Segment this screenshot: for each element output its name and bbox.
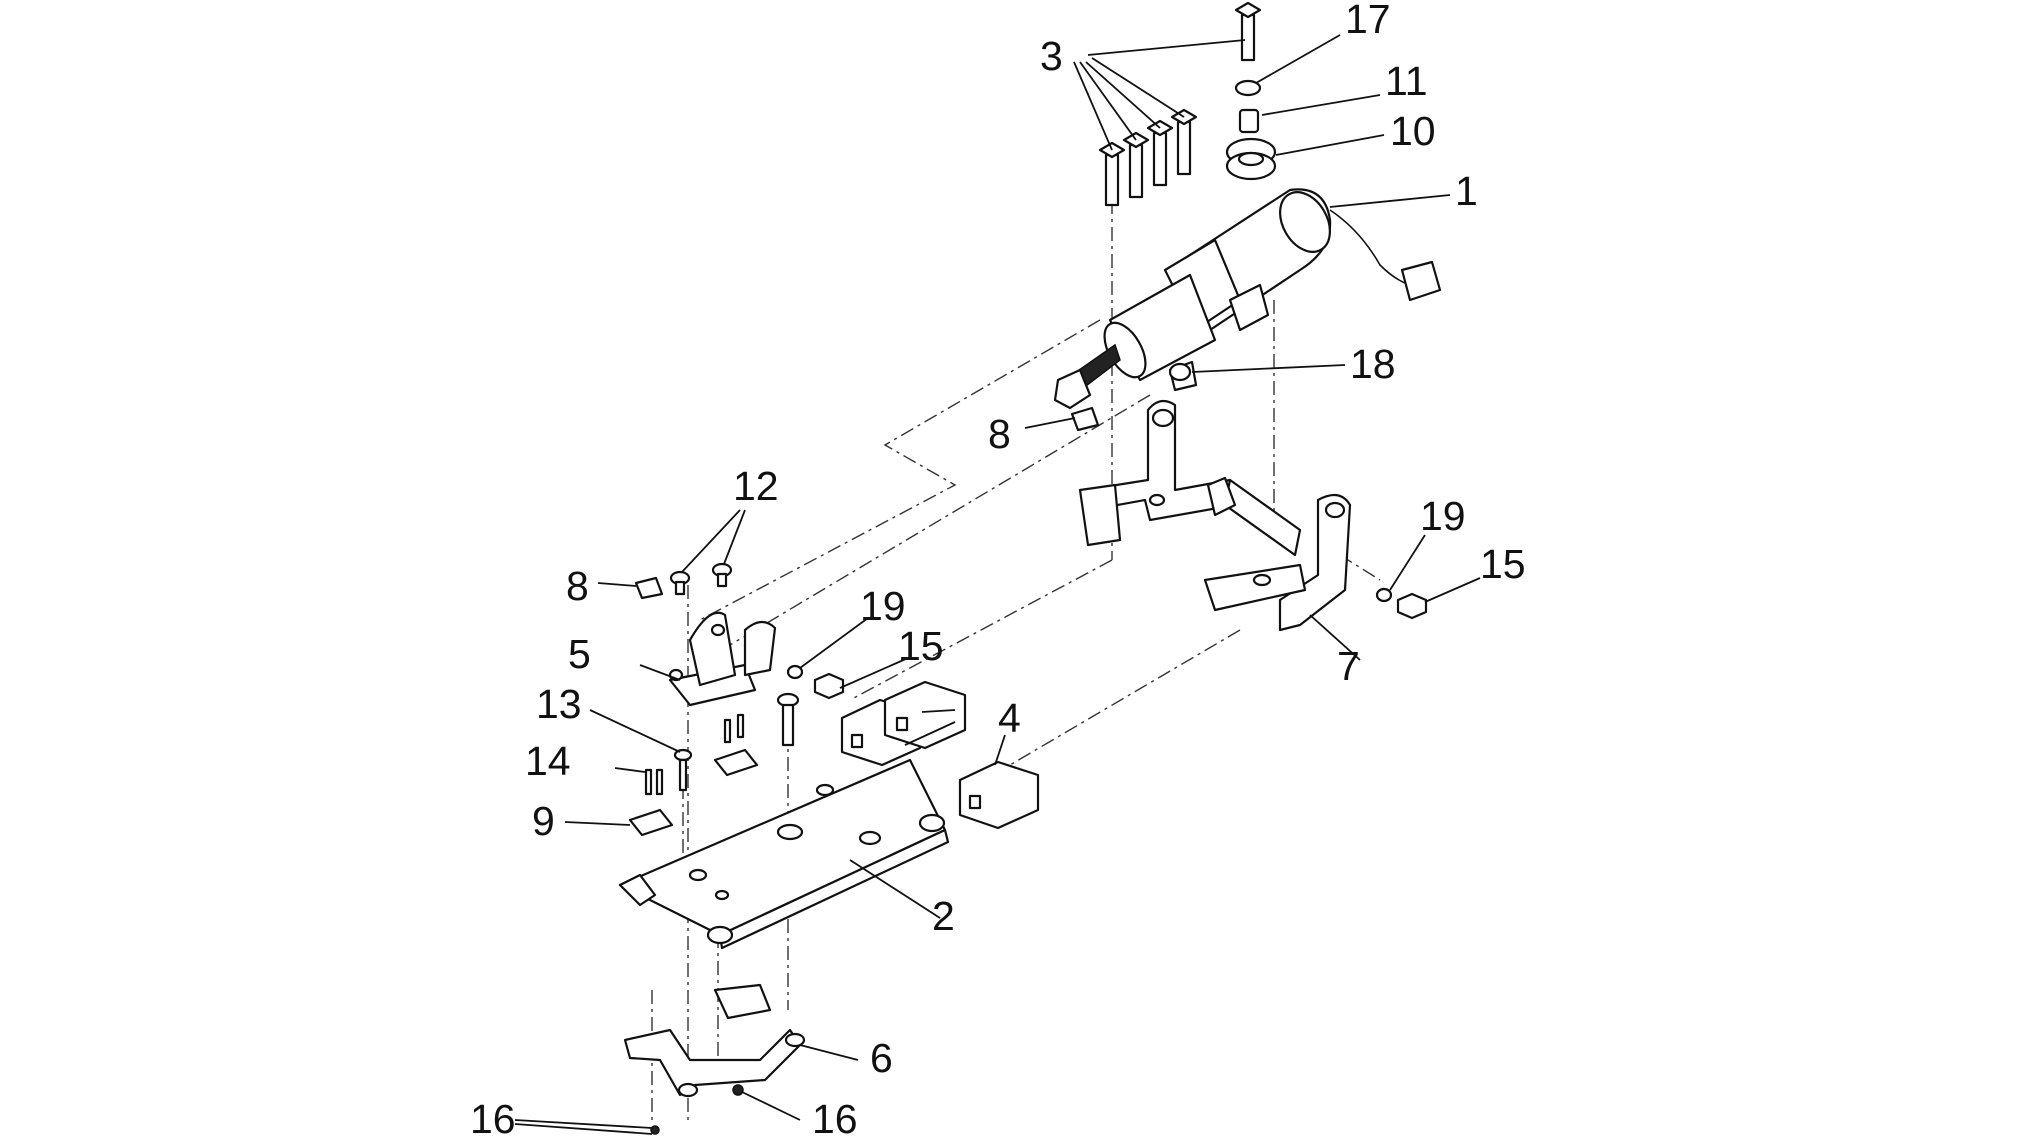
lower-bracket-part (668, 611, 777, 707)
callout-18: 18 (1350, 341, 1396, 387)
hinge-bracket-7-part (1203, 493, 1352, 632)
callout-4: 4 (998, 695, 1021, 741)
callout-15-middle: 15 (898, 623, 944, 669)
callout-10: 10 (1390, 108, 1436, 154)
callout-19-middle: 19 (860, 583, 906, 629)
pin-lower-part (634, 576, 664, 600)
motor-actuator-part (1053, 188, 1442, 410)
screw-set-part (1098, 1, 1262, 207)
callout-1: 1 (1455, 168, 1478, 214)
callout-16-left: 16 (470, 1096, 516, 1136)
slider-blocks-part (840, 680, 1040, 830)
callout-8-upper: 8 (988, 411, 1011, 457)
callout-9: 9 (532, 798, 555, 844)
lower-support-part (623, 983, 806, 1098)
callout-16-right: 16 (812, 1096, 858, 1136)
washer-bolt-right-parts (1375, 587, 1428, 620)
callout-2: 2 (932, 893, 955, 939)
rivets-16-parts (650, 1084, 744, 1135)
callout-3: 3 (1040, 33, 1063, 79)
upper-bracket-part (1078, 399, 1302, 557)
screws-12-parts (669, 562, 733, 596)
callout-15-right: 15 (1480, 541, 1526, 587)
callout-13: 13 (536, 681, 582, 727)
small-screws-13-14-parts (644, 713, 745, 796)
callout-labels: 3 17 11 10 1 18 8 12 8 5 19 15 13 14 9 4… (470, 0, 1526, 1136)
washer-bolt-middle-parts (786, 664, 845, 700)
callout-17: 17 (1345, 0, 1391, 42)
callout-11: 11 (1385, 58, 1428, 104)
base-plate-part (618, 758, 950, 950)
pin-upper-part (1070, 406, 1100, 432)
callout-8-lower: 8 (566, 563, 589, 609)
bolt-standing-part (776, 692, 800, 747)
leader-lines (514, 34, 1481, 1135)
callout-14: 14 (525, 738, 571, 784)
callout-5: 5 (568, 631, 591, 677)
callout-12: 12 (733, 463, 779, 509)
washer-18-part (1168, 362, 1192, 382)
callout-7: 7 (1337, 643, 1360, 689)
washer-bushing-grommet-parts (1225, 79, 1277, 181)
callout-19-right: 19 (1420, 493, 1466, 539)
clip-9-part (628, 748, 759, 837)
callout-6: 6 (870, 1035, 893, 1081)
